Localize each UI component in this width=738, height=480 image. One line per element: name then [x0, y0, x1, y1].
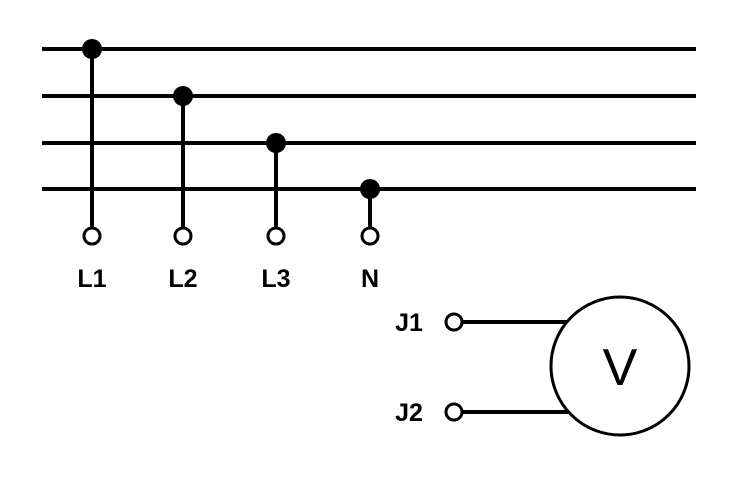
tap-l3-label: L3	[261, 265, 290, 293]
meter-terminal-j1-contact	[444, 312, 464, 332]
tap-l3-terminal	[266, 226, 286, 246]
tap-n-label: N	[361, 265, 379, 293]
tap-l2-label: L2	[168, 265, 197, 293]
tap-l1-junction	[82, 39, 102, 59]
voltmeter-ring	[549, 295, 691, 437]
meter-terminal-j1: J1	[395, 309, 568, 337]
voltmeter-symbol: V	[603, 339, 638, 397]
tap-l3: L3	[261, 133, 291, 293]
tap-l3-junction	[266, 133, 286, 153]
bus-lines	[42, 47, 696, 191]
tap-l2-junction	[173, 86, 193, 106]
meter-terminal-j2-contact	[444, 402, 464, 422]
meter-terminal-j2: J2	[395, 399, 568, 427]
tap-l2: L2	[168, 86, 198, 293]
tap-l1-label: L1	[77, 265, 106, 293]
meter-terminal-j1-label: J1	[395, 309, 423, 337]
tap-n-terminal	[360, 226, 380, 246]
meter-terminal-j2-label: J2	[395, 399, 423, 427]
voltmeter: V	[549, 295, 691, 437]
tap-l1: L1	[77, 39, 107, 293]
tap-n-junction	[360, 179, 380, 199]
tap-l1-terminal	[82, 226, 102, 246]
tap-n: N	[360, 179, 380, 293]
tap-l2-terminal	[173, 226, 193, 246]
